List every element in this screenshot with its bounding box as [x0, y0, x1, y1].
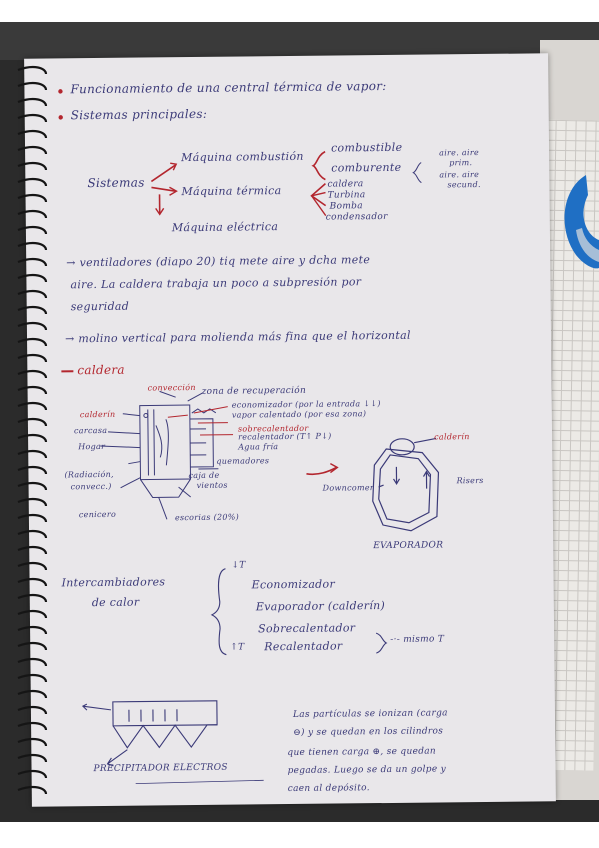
- caldera-heading: caldera: [77, 362, 125, 378]
- precipitador-text-4: caen al depósito.: [287, 783, 370, 795]
- combustible: combustible: [330, 140, 403, 155]
- top-margin: [0, 0, 599, 22]
- precipitador-label: PRECIPITADOR ELECTROS: [93, 762, 228, 775]
- aire-secundario-2: secund.: [447, 179, 481, 190]
- agua-fria-label: Agua fría: [238, 442, 279, 452]
- intercambiadores-label-2: de calor: [91, 595, 140, 610]
- hogar-label: Hogar: [78, 441, 106, 452]
- downcomer-label: Downcomer: [322, 483, 375, 493]
- calderin-label: calderín: [79, 409, 116, 420]
- caja-vientos-label: caja de: [188, 470, 220, 481]
- zona-recuperacion-label: zona de recuperación: [201, 385, 307, 397]
- recalentador-label: recalentador (T↑ P↓): [238, 431, 332, 442]
- precipitador-text-2: que tienen carga ⊕, se quedan: [287, 746, 437, 759]
- arrows-top: ↓T: [231, 560, 246, 571]
- aire-primario-2: prim.: [449, 158, 473, 168]
- bomba-item: Bomba: [329, 201, 363, 212]
- sketch-layer: [58, 89, 440, 785]
- evaporador-calderin: calderín: [434, 432, 470, 442]
- arrows-bottom: ↑T: [230, 642, 245, 653]
- vapor-calentado: vapor calentado (por esa zona): [231, 409, 367, 420]
- aire-primario: aire. aire: [439, 148, 480, 158]
- aire-secundario: aire. aire: [439, 170, 480, 180]
- condensador-item: condensador: [325, 211, 388, 223]
- radiacion-label: (Radiación,: [64, 469, 114, 480]
- maquina-electrica: Máquina eléctrica: [171, 220, 279, 235]
- carcasa-label: carcasa: [73, 425, 108, 436]
- notebook-page: Funcionamiento de una central térmica de…: [24, 53, 556, 807]
- precipitador-text-3: pegadas. Luego se da un golpe y: [287, 764, 447, 777]
- bottom-margin: [0, 822, 599, 848]
- caja-vientos-label-2: vientos: [196, 480, 228, 490]
- evaporador-label: EVAPORADOR: [373, 540, 444, 552]
- intercambiador-item-3: Recalentador: [264, 639, 343, 654]
- spiral-binding: [17, 65, 48, 795]
- maquina-combustion: Máquina combustión: [181, 149, 304, 165]
- cenicero-label: cenicero: [78, 509, 117, 520]
- intercambiador-item-0: Economizador: [251, 577, 336, 592]
- intercambiador-item-1: Evaporador (calderín): [255, 599, 386, 614]
- comburente: comburente: [331, 160, 402, 175]
- conveccion-label: convección: [147, 382, 196, 393]
- turbina-item: Turbina: [327, 190, 366, 201]
- convecc-label: convecc.): [70, 481, 112, 492]
- scissors-icon: [564, 175, 599, 269]
- precipitador-text-0: Las partículas se ionizan (carga: [292, 708, 448, 720]
- economizador-nota: economizador (por la entrada ↓↓): [231, 399, 381, 410]
- precipitador-text-1: ⊖) y se quedan en los cilindros: [293, 726, 444, 738]
- maquina-termica: Máquina térmica: [181, 184, 282, 199]
- risers-label: Risers: [456, 475, 484, 486]
- intercambiador-item-2: Sobrecalentador: [258, 621, 356, 636]
- quemadores-label: quemadores: [216, 456, 270, 466]
- para1-line3: seguridad: [70, 299, 130, 314]
- escorias-label: escorias (20%): [174, 512, 240, 523]
- page-subtitle: Sistemas principales:: [70, 106, 208, 123]
- sistemas-label: Sistemas: [87, 175, 145, 191]
- caldera-item: caldera: [327, 179, 364, 190]
- intercambiadores-label: Intercambiadores: [61, 575, 166, 590]
- mismo-t-label: -·- mismo T: [390, 634, 445, 645]
